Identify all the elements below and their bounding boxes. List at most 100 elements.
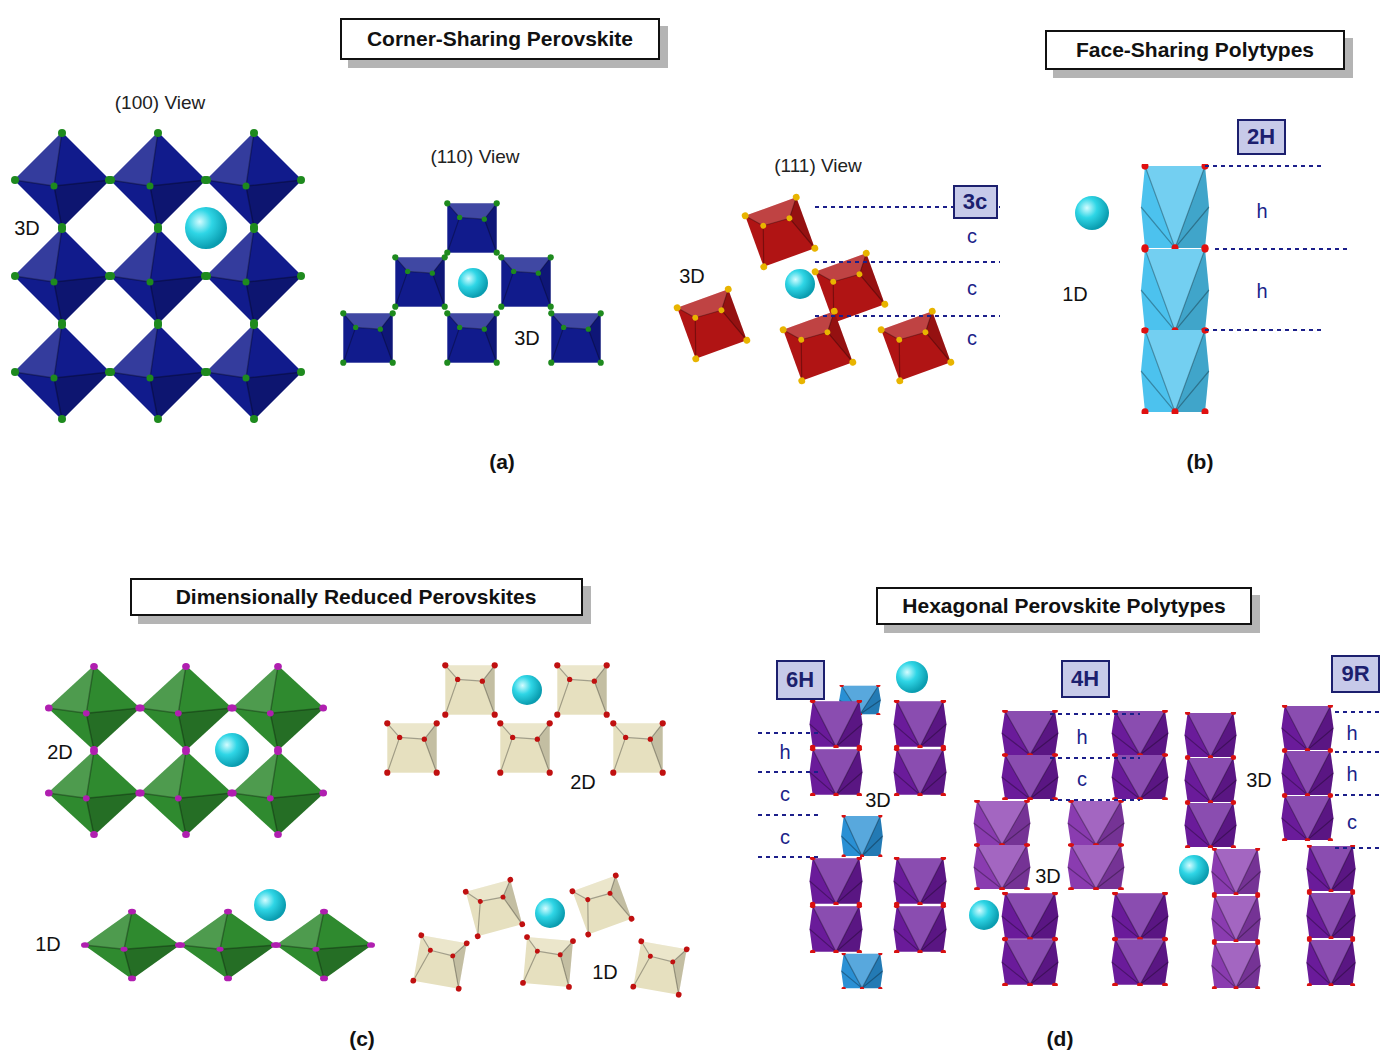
dimensionality-label: 3D (679, 266, 705, 286)
octahedron (877, 307, 955, 385)
a-site-cation (785, 269, 815, 299)
stacking-label: c (1347, 812, 1357, 832)
octahedron (741, 193, 819, 271)
octahedra-9r (1185, 704, 1356, 990)
layer-line (758, 856, 822, 858)
tag-text: 6H (786, 667, 814, 693)
octahedron (1211, 941, 1260, 990)
octahedron (444, 200, 500, 256)
layer-line (1335, 794, 1383, 796)
layer-line (1215, 248, 1350, 250)
panel-letter: (b) (1187, 451, 1214, 472)
octahedron (340, 310, 396, 366)
layer-line (815, 315, 1000, 317)
octahedron (1185, 711, 1237, 759)
octahedron (1002, 891, 1059, 941)
title-text: Corner-Sharing Perovskite (367, 27, 633, 51)
layer-line (758, 732, 822, 734)
octahedron (894, 856, 947, 906)
octahedron (497, 720, 553, 776)
octahedron (1282, 704, 1334, 752)
tag-text: 2H (1247, 124, 1275, 150)
polytype-tag: 2H (1237, 119, 1286, 155)
octahedron (107, 321, 209, 423)
dimensionality-label: 2D (570, 772, 596, 792)
a-site-cation (512, 675, 542, 705)
octahedron (1141, 326, 1209, 415)
octahedron (203, 321, 305, 423)
section-title: Face-Sharing Polytypes (1045, 30, 1345, 70)
octahedron (1112, 753, 1169, 801)
octahedron (779, 307, 857, 385)
section-title: Corner-Sharing Perovskite (340, 18, 660, 60)
view-label: (110) View (430, 147, 519, 166)
octahedron (410, 932, 470, 992)
octahedron (841, 814, 883, 858)
stacking-label: c (967, 226, 977, 246)
dimensionality-label: 3D (1035, 866, 1061, 886)
octahedron (1282, 794, 1334, 842)
octahedra-100-view (11, 129, 305, 423)
dimensionality-label: 3D (865, 790, 891, 810)
octahedron (1112, 709, 1169, 757)
octahedra-4h (974, 709, 1169, 987)
stacking-label: c (780, 827, 790, 847)
stacking-label: h (1076, 727, 1087, 747)
octahedron (1068, 799, 1125, 847)
octahedron (1068, 843, 1125, 891)
octahedron (11, 129, 113, 231)
dimensionality-label: 3D (14, 218, 40, 238)
octahedron (1112, 891, 1169, 941)
layer-line (1335, 712, 1383, 848)
octahedron (974, 799, 1031, 847)
dimensionality-label: 3D (514, 328, 540, 348)
dimensionality-label: 1D (592, 962, 618, 982)
octahedron (894, 904, 947, 954)
octahedron (81, 909, 183, 982)
octahedron (810, 856, 863, 906)
layer-line (815, 207, 1000, 316)
a-site-cation (969, 900, 999, 930)
layer-line (815, 261, 1000, 263)
layer-line (1205, 165, 1325, 167)
octahedron (1306, 891, 1355, 940)
panel-letter: (c) (349, 1028, 375, 1049)
octahedron (1185, 801, 1237, 849)
octahedron (548, 310, 604, 366)
a-site-cation (1075, 196, 1109, 230)
octahedron (1002, 937, 1059, 987)
stacking-label: h (779, 742, 790, 762)
layer-line (1050, 713, 1140, 715)
octahedron (392, 254, 448, 310)
octahedron (1211, 894, 1260, 943)
polytype-tag: 9R (1331, 655, 1380, 693)
tag-text: 9R (1341, 661, 1369, 687)
octahedron (1141, 245, 1209, 334)
octahedron (810, 699, 863, 749)
octahedron (520, 934, 576, 990)
stacking-label: c (967, 328, 977, 348)
octahedron (45, 663, 143, 753)
octahedron (673, 285, 751, 363)
layer-line (758, 733, 822, 857)
section-title: Dimensionally Reduced Perovskites (130, 578, 583, 616)
stacking-label: c (1077, 769, 1087, 789)
stacking-label: c (967, 278, 977, 298)
octahedron (1141, 162, 1209, 251)
octahedron (1211, 847, 1260, 896)
octahedron (1002, 753, 1059, 801)
polytype-tag: 3c (953, 185, 998, 219)
stacking-label: h (1256, 281, 1267, 301)
octahedra-111-view (673, 193, 955, 385)
octahedron (569, 872, 635, 938)
panel-letter: (a) (489, 451, 515, 472)
octahedron (11, 321, 113, 423)
section-title: Hexagonal Perovskite Polytypes (876, 587, 1252, 625)
dimensionality-label: 2D (47, 742, 73, 762)
view-label: (100) View (115, 93, 205, 112)
stacking-label: h (1346, 764, 1357, 784)
title-text: Dimensionally Reduced Perovskites (176, 585, 537, 609)
dimensionality-label: 1D (1062, 284, 1088, 304)
octahedron (1185, 756, 1237, 804)
panel-letter: (d) (1047, 1028, 1074, 1049)
